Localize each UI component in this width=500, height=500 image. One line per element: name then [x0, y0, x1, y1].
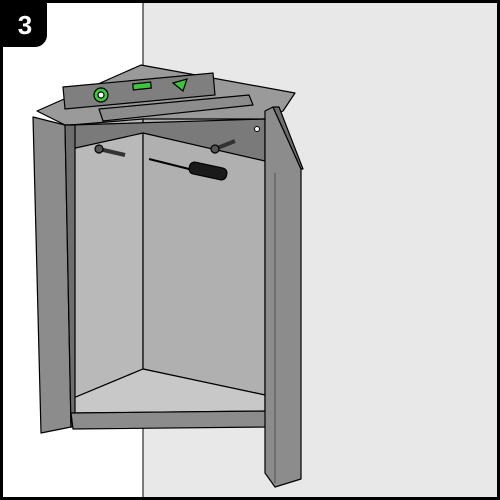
screwdriver-icon: [148, 158, 228, 181]
step-number-badge: 3: [3, 3, 47, 47]
corner-cabinet: [32, 64, 304, 488]
spirit-level-icon: [62, 72, 216, 110]
cabinet-back-right: [142, 118, 266, 396]
cabinet-back-left: [70, 118, 144, 400]
cabinet-base: [70, 410, 270, 430]
top-rail: [98, 94, 254, 122]
cabinet-door[interactable]: [264, 106, 302, 488]
assembly-illustration: [32, 3, 497, 497]
screw-icon: [94, 144, 126, 157]
pilot-hole: [254, 126, 260, 132]
wall-plug-icon: [210, 139, 236, 154]
door-top-edge: [272, 106, 304, 170]
